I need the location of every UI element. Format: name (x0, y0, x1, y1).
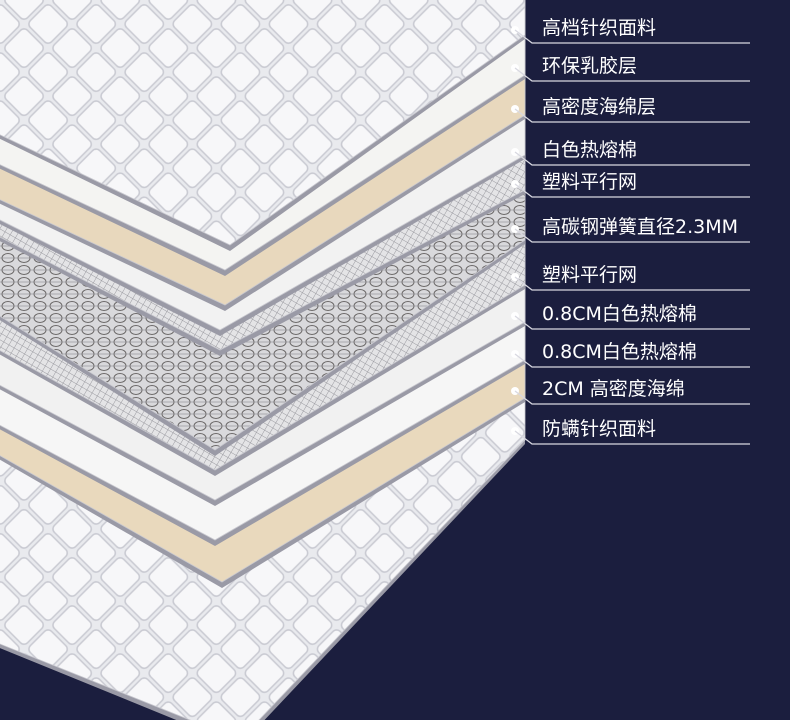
layer-label: 高档针织面料 (542, 17, 657, 39)
leader-line (514, 353, 750, 368)
layer-label: 塑料平行网 (542, 171, 638, 193)
leader-line (514, 183, 750, 198)
layer-label: 2CM 高密度海绵 (542, 378, 685, 400)
layer-edge-shadow (0, 285, 525, 476)
layer-label: 白色热熔棉 (542, 139, 638, 161)
layer-label: 防螨针织面料 (542, 418, 657, 440)
layer-label: 0.8CM白色热熔棉 (542, 341, 697, 363)
mattress-layer-1 (0, 0, 526, 246)
leader-line (514, 276, 750, 291)
layer-label: 0.8CM白色热熔棉 (542, 303, 697, 325)
layer-label: 高密度海绵层 (542, 96, 657, 118)
leader-line (514, 151, 750, 166)
leader-line (514, 390, 750, 405)
leader-line (514, 315, 750, 330)
layer-label: 环保乳胶层 (542, 55, 638, 77)
leader-line (514, 430, 750, 445)
layer-edge-shadow (0, 115, 525, 311)
leader-line (514, 67, 750, 82)
layer-label: 塑料平行网 (542, 264, 638, 286)
leader-line (514, 228, 750, 243)
layer-edge-shadow (0, 360, 525, 546)
leader-line (514, 29, 750, 44)
layer-edge-shadow (0, 240, 525, 456)
layer-edge-shadow (0, 322, 525, 506)
layer-label: 高碳钢弹簧直径2.3MM (542, 216, 739, 238)
layer-edge-shadow (0, 155, 525, 336)
leader-line (514, 108, 750, 123)
